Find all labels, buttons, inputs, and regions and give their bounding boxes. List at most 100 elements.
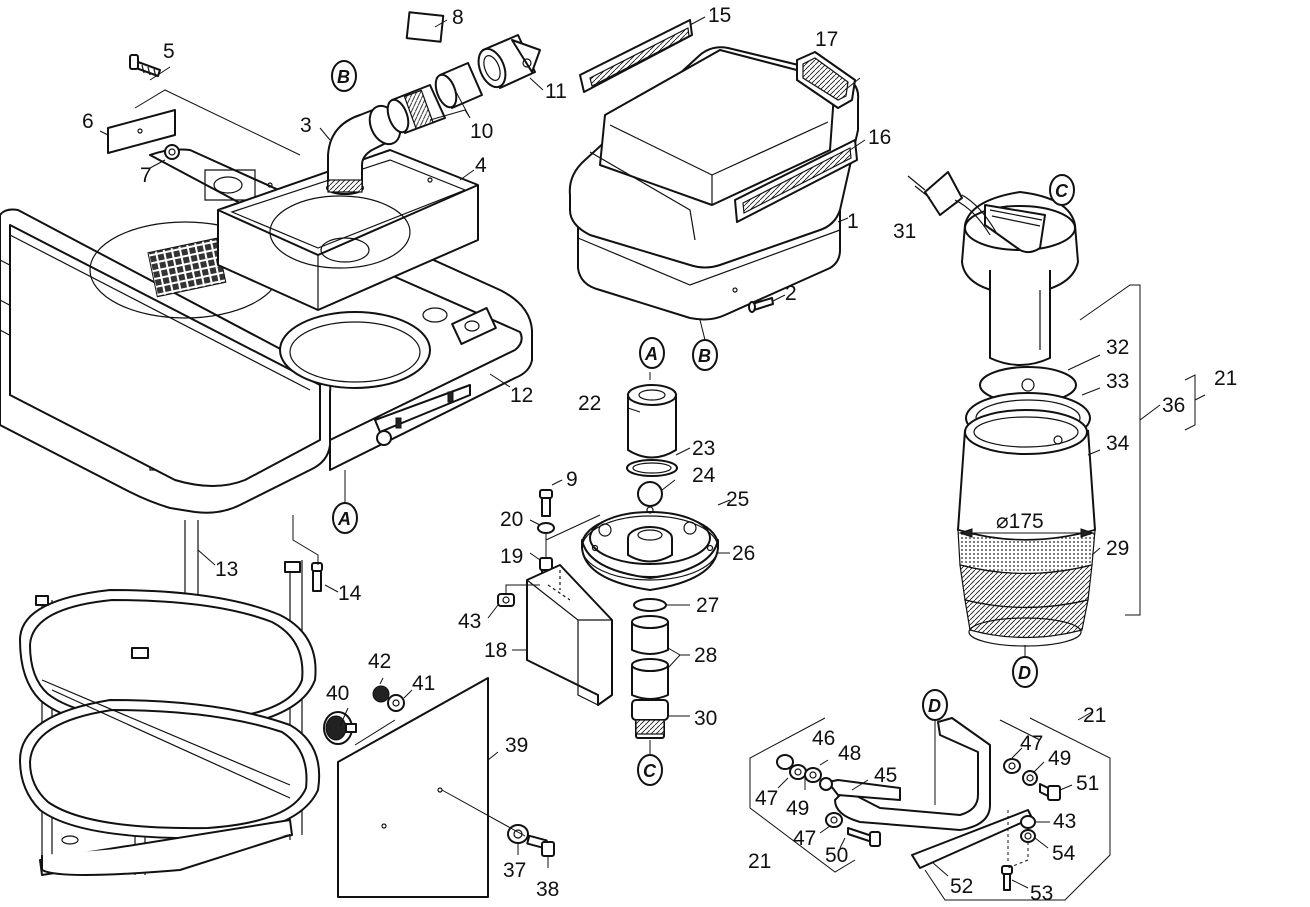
callout-7: 7 [140,164,152,187]
callout-32: 32 [1106,336,1129,359]
pipes-28-part [631,615,669,700]
callout-13: 13 [215,558,238,581]
connector-b-top: B [337,67,350,87]
callout-37: 37 [503,859,526,882]
connector-c-fitting: C [643,761,657,781]
leader-lines [99,16,1206,901]
callout-2: 2 [785,282,797,305]
callout-36: 36 [1162,394,1185,417]
callout-51: 51 [1076,772,1099,795]
elbow-pipe-part [326,104,402,195]
callout-21-right: 21 [1214,367,1237,390]
callout-21-bracket-right: 21 [1083,704,1106,727]
rubber-foot-40-part [323,711,357,745]
bracket-18-part [526,564,613,706]
callout-30: 30 [694,707,717,730]
connector-b-hood: B [698,346,711,366]
callout-50: 50 [825,844,848,867]
callout-22: 22 [578,392,601,415]
callout-49-b: 49 [1048,747,1071,770]
bolt-14-part [311,562,323,592]
diameter-label: ⌀175 [996,510,1044,533]
cover-plate-part [107,109,176,154]
connector-a-tube: A [644,344,658,364]
vent-grille-16-part [734,139,858,223]
callout-34: 34 [1106,432,1130,455]
callout-46: 46 [812,727,835,750]
callout-41: 41 [412,672,435,695]
diameter-dimension: ⌀175 [958,510,1095,538]
impeller-29-part [957,529,1096,647]
vent-grille-17-part [796,51,856,109]
callout-12: 12 [510,384,533,407]
callout-33: 33 [1106,370,1129,393]
callout-25: 25 [726,488,749,511]
nut-42-part [372,685,390,703]
callout-53: 53 [1030,882,1053,905]
callout-52: 52 [950,875,973,898]
callout-48: 48 [838,742,861,765]
side-panel-39-part [337,677,489,898]
callout-28: 28 [694,644,717,667]
nut-43-left-part [497,593,515,607]
power-plug-part [907,171,997,236]
callout-20: 20 [500,508,523,531]
callout-9: 9 [566,468,578,491]
callout-38: 38 [536,878,559,901]
connector-d-bracket: D [928,696,941,716]
callout-21-bracket-left: 21 [748,850,771,873]
washer-41-part [387,694,405,712]
callout-47-c: 47 [1020,732,1043,755]
callout-14: 14 [338,582,362,605]
fitting-30-part [631,699,669,739]
callout-19: 19 [500,545,523,568]
callout-43-right: 43 [1053,810,1076,833]
callout-8: 8 [452,6,464,29]
pump-head-part [961,191,1079,366]
callout-numbers: 1 2 3 4 5 6 7 8 9 10 11 12 13 14 15 16 1… [82,4,1237,905]
callout-4: 4 [475,154,487,177]
callout-17: 17 [815,28,838,51]
mount-bracket-part [827,717,1041,869]
callout-39: 39 [505,734,528,757]
screw-5-part [129,54,161,78]
callout-3: 3 [300,114,312,137]
connector-c-pump: C [1055,181,1069,201]
callout-10: 10 [470,120,493,143]
callout-5: 5 [163,40,175,63]
bolt-9-part [539,489,553,517]
callout-43-left: 43 [458,610,481,633]
flange-25-part [581,506,719,578]
callout-11: 11 [545,80,567,103]
pipe-nipples-part [386,62,483,134]
callout-54: 54 [1052,842,1076,865]
base-tray-part [0,148,533,514]
callout-23: 23 [692,437,715,460]
callout-29: 29 [1106,537,1129,560]
callout-15: 15 [708,4,731,27]
ball-24-part [637,481,663,507]
callout-1: 1 [847,210,859,233]
callout-45: 45 [874,764,897,787]
callout-42: 42 [368,650,391,673]
hood-cover-part [568,46,860,321]
callout-47-a: 47 [755,787,778,810]
callout-40: 40 [326,682,349,705]
vent-grille-15-part [579,19,693,93]
connector-d-pump: D [1018,663,1031,683]
callout-47-b: 47 [793,827,816,850]
callout-16: 16 [868,126,891,149]
bracket-hardware-part [776,754,1061,891]
connector-markers: B B A A C C D D [331,60,1075,786]
callout-24: 24 [692,464,716,487]
callout-31: 31 [893,220,916,243]
stand-frame-part [19,520,321,876]
callout-18: 18 [484,639,507,662]
connector-a-tray: A [337,509,351,529]
callout-27: 27 [696,594,719,617]
callout-26: 26 [732,542,755,565]
callout-49-a: 49 [786,797,809,820]
hose-coupling-part [477,34,541,89]
washer-20-part [537,522,555,534]
